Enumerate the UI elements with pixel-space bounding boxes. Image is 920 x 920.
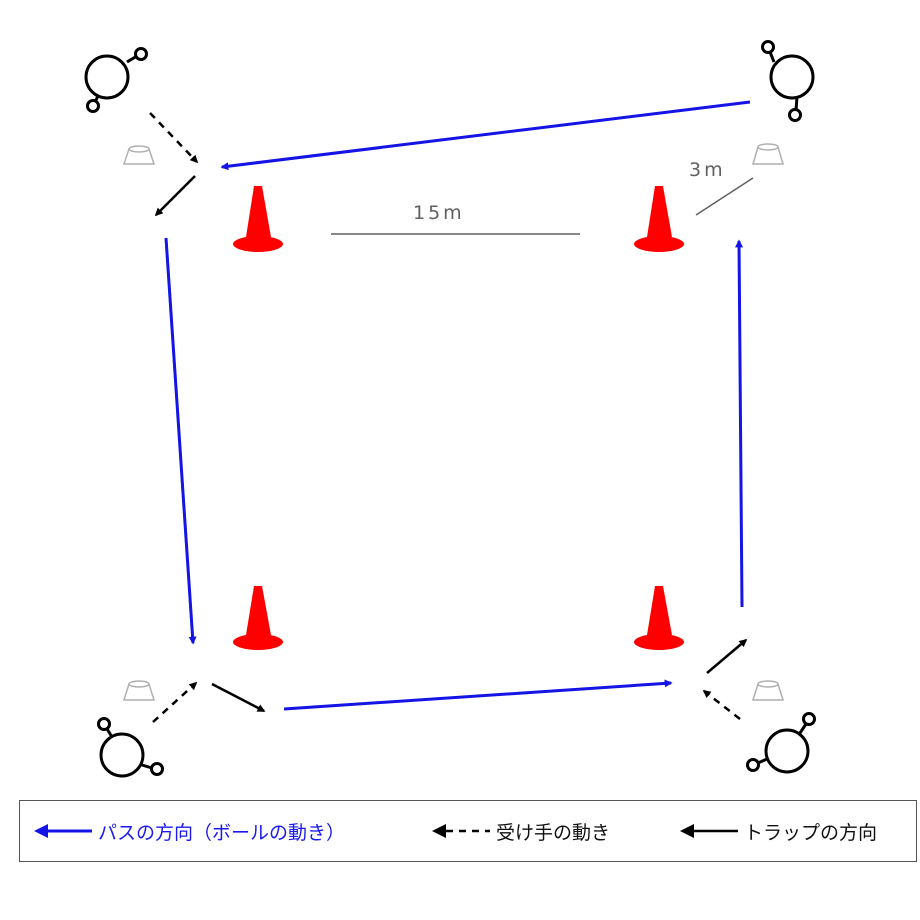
player-icon bbox=[746, 712, 816, 774]
pass-arrow bbox=[283, 679, 673, 711]
dimension-label-15m: 15m bbox=[413, 202, 465, 224]
receiver-run-arrow bbox=[702, 690, 741, 720]
cone-icon bbox=[634, 186, 684, 252]
marker-disc-icon bbox=[751, 680, 785, 701]
dimension-label-3m: 3m bbox=[689, 159, 726, 181]
player-icon bbox=[761, 40, 815, 122]
player-icon bbox=[97, 717, 164, 778]
legend-label-trap: トラップの方向 bbox=[744, 821, 878, 844]
marker-disc-icon bbox=[122, 680, 156, 701]
trap-arrow bbox=[154, 175, 196, 217]
receiver-run-arrow bbox=[149, 112, 199, 164]
pass-arrow bbox=[164, 237, 197, 645]
dimension-line-3m bbox=[695, 177, 754, 216]
legend-item-pass: パスの方向（ボールの動き） bbox=[34, 801, 345, 861]
solid-arrow-icon bbox=[680, 824, 738, 838]
pass-arrow bbox=[220, 100, 751, 171]
pass-arrow bbox=[735, 239, 744, 608]
cone-icon bbox=[634, 586, 684, 650]
trap-arrow bbox=[706, 638, 748, 674]
cone-icon bbox=[233, 586, 283, 650]
legend-item-trap: トラップの方向 bbox=[680, 801, 877, 861]
pass-arrow-icon bbox=[34, 824, 92, 838]
marker-disc-icon bbox=[751, 143, 785, 165]
dashed-arrow-icon bbox=[432, 824, 490, 838]
player-icon bbox=[84, 47, 148, 113]
receiver-run-arrow bbox=[152, 681, 198, 723]
legend-label-pass: パスの方向（ボールの動き） bbox=[98, 821, 346, 844]
legend-label-run: 受け手の動き bbox=[496, 821, 611, 844]
trap-arrow bbox=[211, 682, 266, 713]
marker-disc-icon bbox=[122, 145, 156, 165]
cone-icon bbox=[233, 186, 283, 252]
legend: パスの方向（ボールの動き） 受け手の動き トラップの方向 bbox=[19, 800, 917, 862]
legend-item-run: 受け手の動き bbox=[432, 801, 610, 861]
